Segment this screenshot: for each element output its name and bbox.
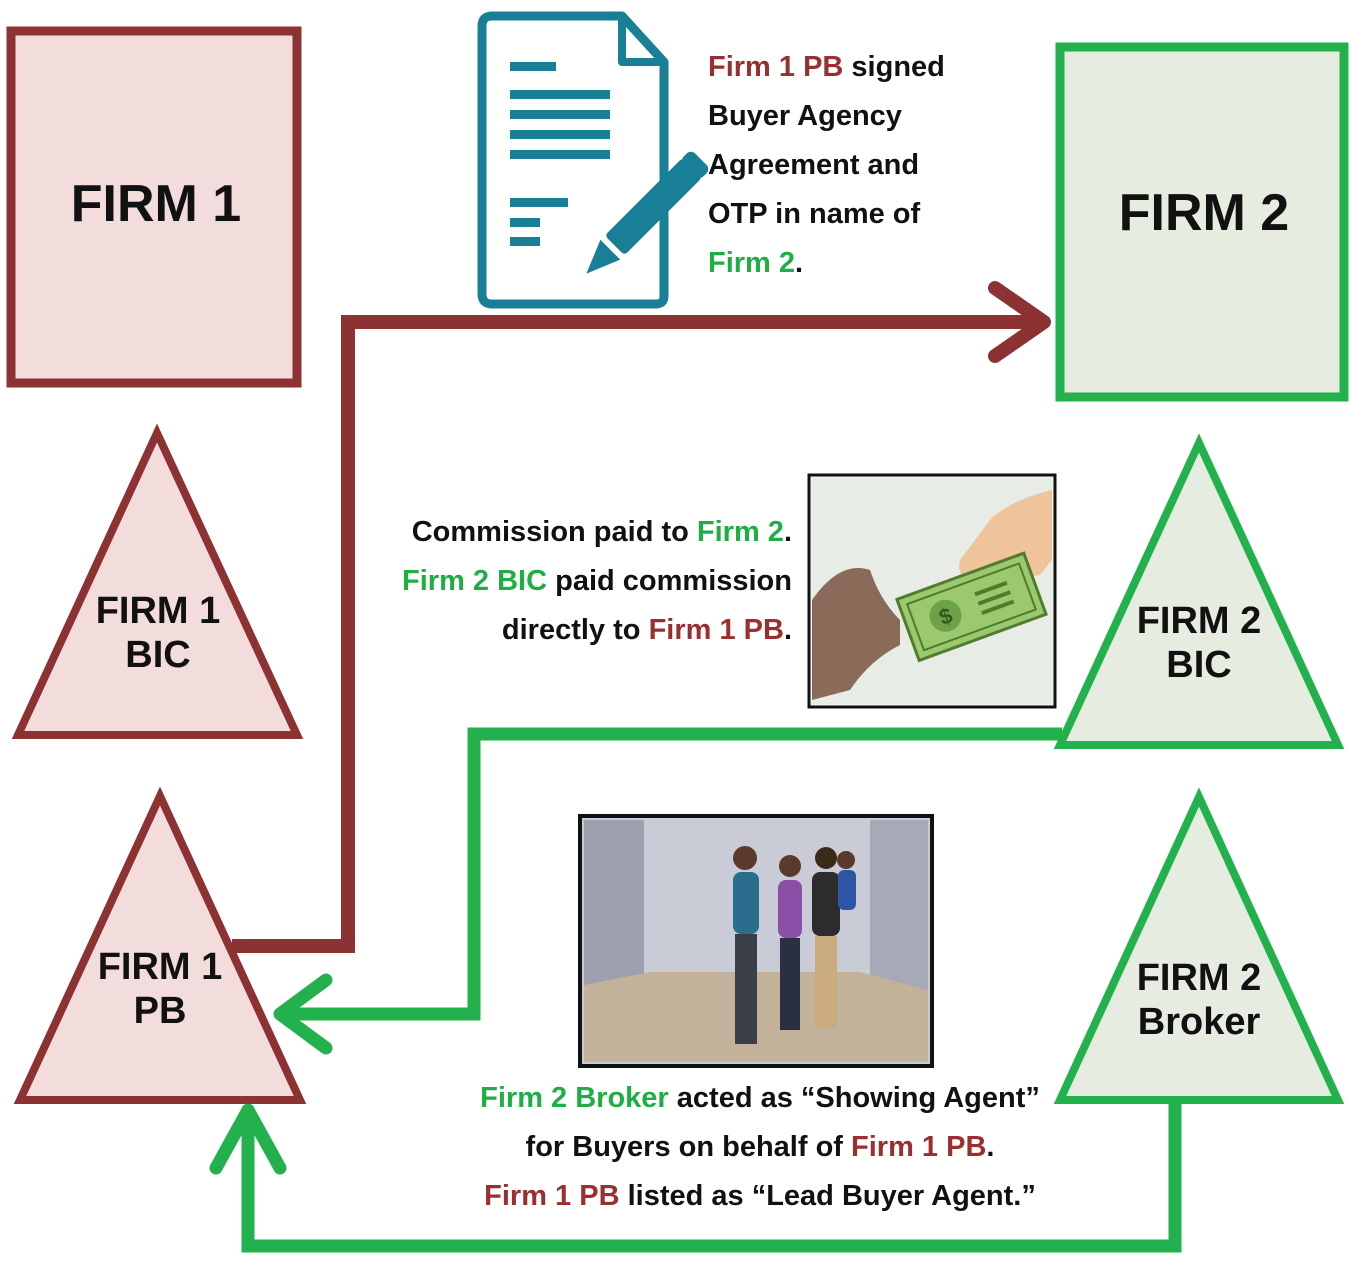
firm1-bic-triangle — [11, 423, 304, 739]
firm1-bic-label: FIRM 1 BIC — [60, 590, 256, 677]
firm2-broker-triangle — [1053, 787, 1345, 1104]
agreement-arrow-line — [232, 315, 1040, 953]
commission-text-1b: . — [783, 516, 792, 548]
firm2-bic-label-line2: BIC — [1166, 643, 1232, 686]
firm1-bic-label-line1: FIRM 1 — [95, 590, 221, 632]
firm1-pb-label-line2: PB — [133, 989, 187, 1032]
agreement-text-3: Agreement and — [708, 149, 920, 181]
agreement-text-1: signed — [843, 51, 945, 83]
commission-note: Commission paid to Firm 2. Firm 2 BIC pa… — [392, 508, 792, 655]
showing-firm1pb-2: Firm 1 PB — [484, 1180, 620, 1212]
firm1-pb-label: FIRM 1 PB — [62, 946, 258, 1033]
agreement-arrowhead — [988, 281, 1051, 363]
commission-text-3: directly to — [501, 614, 649, 646]
firm2-bic-label-line1: FIRM 2 — [1136, 600, 1262, 642]
cash-handover-picture: $ — [807, 473, 1057, 709]
firm1-bic-label-line2: BIC — [125, 633, 191, 676]
showing-note: Firm 2 Broker acted as “Showing Agent” f… — [440, 1074, 1080, 1221]
property-viewing-picture — [578, 814, 934, 1068]
agreement-firm2: Firm 2 — [708, 247, 796, 279]
showing-text-2: for Buyers on behalf of — [525, 1131, 852, 1163]
firm2-broker-label-line1: FIRM 2 — [1136, 957, 1262, 999]
document-signing-icon — [477, 11, 709, 309]
showing-arrow-line — [241, 1100, 1182, 1253]
firm1-label: FIRM 1 — [70, 175, 242, 233]
showing-firm1pb: Firm 1 PB — [851, 1131, 987, 1163]
firm1-pb-label-line1: FIRM 1 — [97, 946, 223, 988]
commission-text-1: Commission paid to — [411, 516, 697, 548]
agreement-note: Firm 1 PB signed Buyer Agency Agreement … — [708, 43, 968, 288]
firm2-bic-triangle — [1053, 433, 1345, 749]
firm1-pb-triangle — [13, 786, 307, 1104]
showing-text-3: listed as “Lead Buyer Agent.” — [619, 1180, 1036, 1212]
agreement-firm1pb: Firm 1 PB — [708, 51, 844, 83]
firm1-box — [6, 26, 302, 388]
showing-text-2b: . — [986, 1131, 995, 1163]
showing-arrowhead — [209, 1103, 287, 1175]
commission-text-3b: . — [783, 614, 792, 646]
commission-firm2: Firm 2 — [696, 516, 784, 548]
commission-firm2bic: Firm 2 BIC — [402, 565, 548, 597]
commission-arrowhead — [273, 973, 333, 1055]
agreement-text-2: Buyer Agency — [708, 100, 902, 132]
commission-text-2: paid commission — [547, 565, 792, 597]
firm2-bic-label: FIRM 2 BIC — [1101, 600, 1297, 687]
firm2-broker-label-line2: Broker — [1137, 1000, 1261, 1043]
firm2-label: FIRM 2 — [1118, 184, 1290, 242]
commission-arrow-line — [282, 727, 1062, 1021]
agreement-text-4: OTP in name of — [708, 198, 921, 230]
agreement-text-5: . — [795, 247, 804, 279]
firm2-broker-label: FIRM 2 Broker — [1101, 957, 1297, 1044]
showing-text-1: acted as “Showing Agent” — [668, 1082, 1040, 1114]
showing-firm2broker: Firm 2 Broker — [480, 1082, 669, 1114]
firm2-box — [1055, 42, 1349, 402]
commission-firm1pb: Firm 1 PB — [648, 614, 784, 646]
